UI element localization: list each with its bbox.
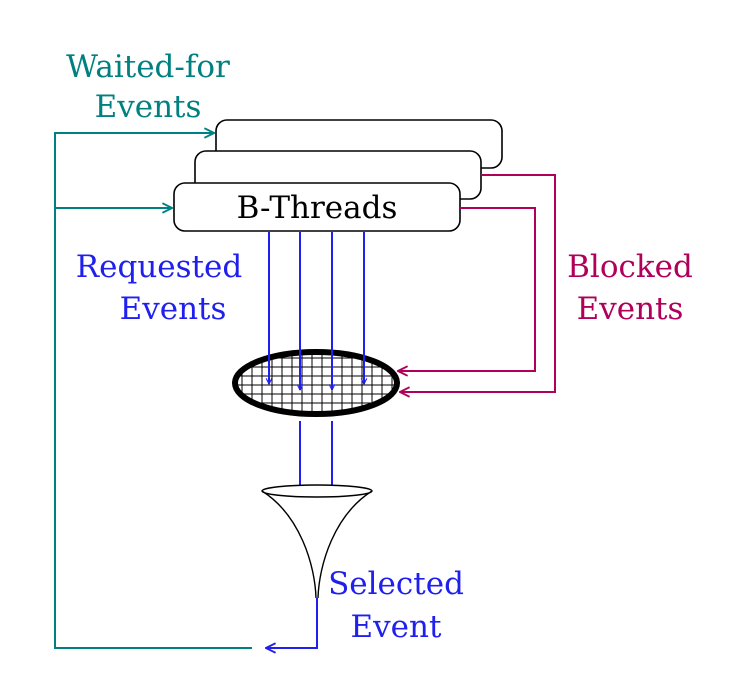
requested-label-line1: Requested <box>76 249 242 285</box>
bthreads-label: B-Threads <box>237 190 398 226</box>
blocked-outer-line <box>400 174 556 392</box>
requested-label-line2: Events <box>120 291 227 327</box>
blocked-label-line1: Blocked <box>567 249 693 285</box>
waited-for-label-line1: Waited-for <box>66 49 230 85</box>
waited-for-loop-line <box>54 133 252 649</box>
selected-arrow <box>266 598 318 648</box>
funnel <box>261 484 373 599</box>
blocked-inner-line <box>398 207 536 371</box>
selected-label-line2: Event <box>351 609 442 645</box>
blocked-label-line2: Events <box>577 291 684 327</box>
sieve <box>232 349 400 417</box>
selected-label-line1: Selected <box>328 566 464 602</box>
waited-for-label-line2: Events <box>95 89 202 125</box>
